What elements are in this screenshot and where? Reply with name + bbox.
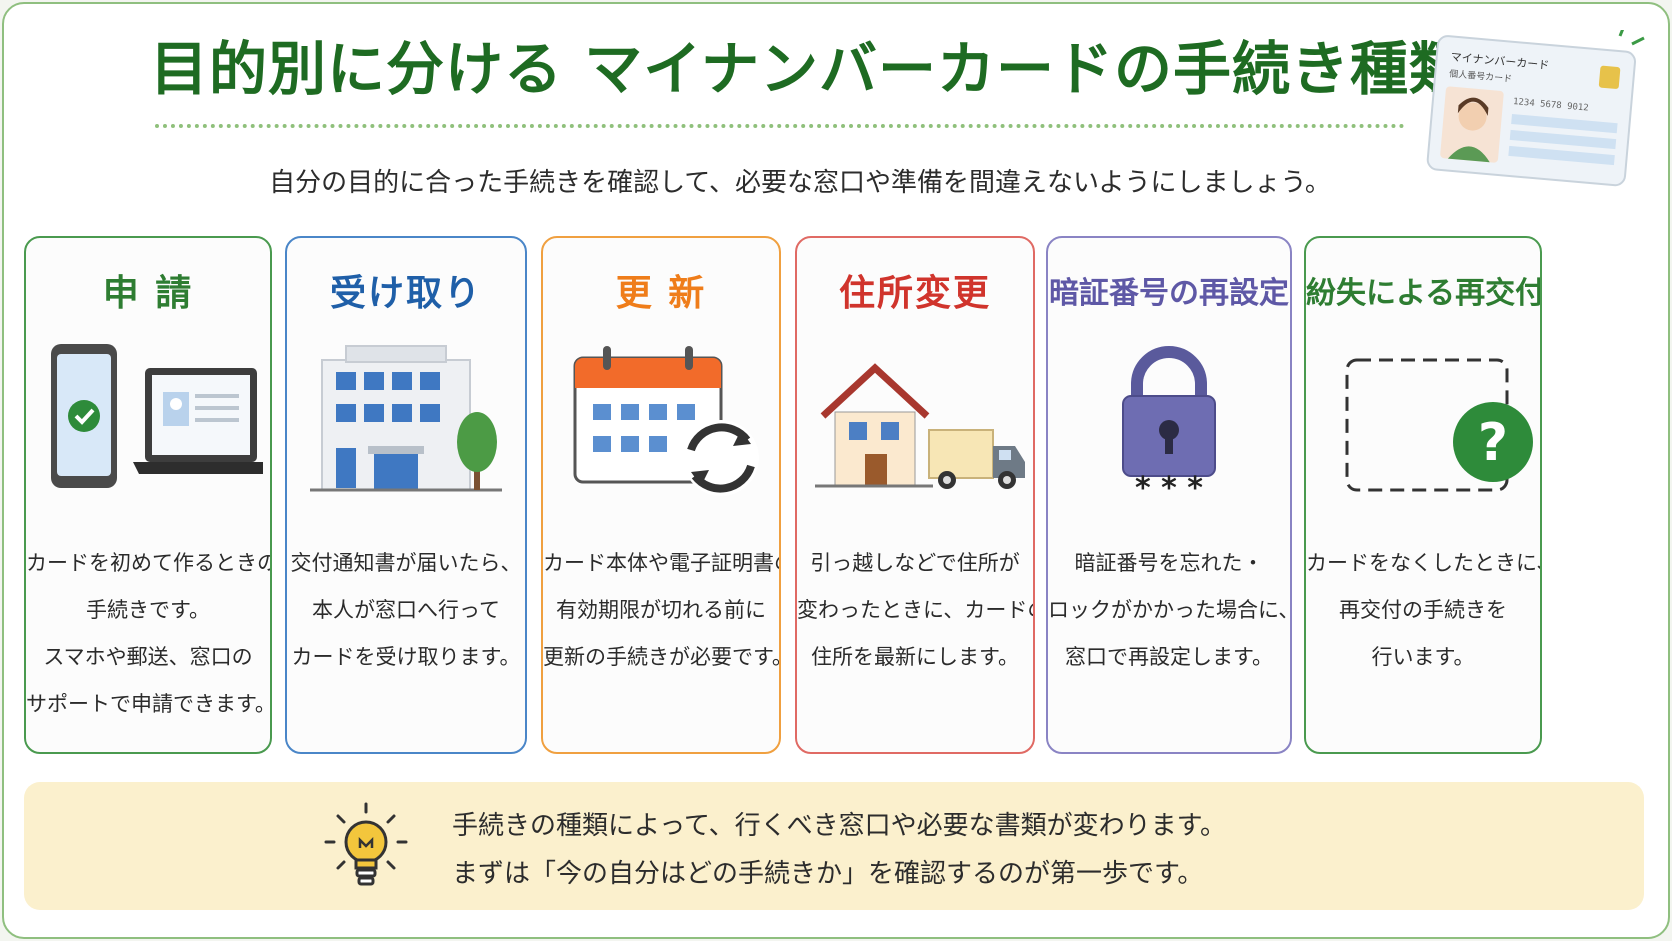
desc-line: カード本体や電子証明書の: [543, 551, 781, 575]
desc-line: 有効期限が切れる前に: [556, 598, 766, 622]
svg-text:?: ?: [1478, 413, 1508, 473]
card-title: 紛失による再交付: [1306, 276, 1542, 311]
calendar-refresh-icon: [543, 338, 779, 508]
card-description: 暗証番号を忘れた・ ロックがかかった場合に、 窓口で再設定します。: [1048, 540, 1290, 681]
card-description: カード本体や電子証明書の 有効期限が切れる前に 更新の手続きが必要です。: [543, 540, 779, 681]
card-pickup: 受け取り 交付通知書が届いたら、 本人が窓口へ行って カードを受け取ります: [285, 236, 527, 754]
desc-line: 更新の手続きが必要です。: [543, 645, 781, 669]
tip-text: 手続きの種類によって、行くべき窓口や必要な書類が変わります。 まずは「今の自分は…: [452, 802, 1226, 898]
card-title: 暗証番号の再設定: [1049, 276, 1289, 311]
padlock-icon: * * *: [1048, 338, 1290, 508]
card-application: 申 請 カードを初めて作るときの 手続きです。 スマホや郵送、窓口の サポート: [24, 236, 272, 754]
desc-line: 引っ越しなどで住所が: [810, 551, 1020, 575]
card-title: 住所変更: [838, 273, 991, 314]
id-card-illustration: マイナンバーカード 個人番号カード 1234 5678 9012: [1426, 30, 1645, 187]
tip-line: まずは「今の自分はどの手続きか」を確認するのが第一歩です。: [452, 859, 1204, 889]
desc-line: 交付通知書が届いたら、: [290, 551, 522, 575]
building-icon: [287, 338, 525, 508]
desc-line: カードを初めて作るときの: [26, 551, 272, 575]
desc-line: 行います。: [1371, 645, 1475, 669]
desc-line: ロックがかかった場合に、: [1048, 598, 1292, 622]
page-title: 目的別に分ける マイナンバーカードの手続き種類: [150, 35, 1469, 103]
desc-line: 暗証番号を忘れた・: [1074, 551, 1264, 575]
title-divider: [155, 124, 1405, 128]
desc-line: 変わったときに、カードの: [797, 598, 1035, 622]
page-subtitle: 自分の目的に合った手続きを確認して、必要な窓口や準備を間違えないようにしましょう…: [269, 168, 1331, 198]
card-description: カードを初めて作るときの 手続きです。 スマホや郵送、窓口の サポートで申請でき…: [26, 540, 270, 728]
card-description: 引っ越しなどで住所が 変わったときに、カードの 住所を最新にします。: [797, 540, 1033, 681]
desc-line: スマホや郵送、窓口の: [43, 645, 253, 669]
card-description: カードをなくしたときに、 再交付の手続きを 行います。: [1306, 540, 1540, 681]
card-address-change: 住所変更 引っ越しなどで住所が 変わったときに、カードの 住所を最新にします。: [795, 236, 1035, 754]
tip-box: 手続きの種類によって、行くべき窓口や必要な書類が変わります。 まずは「今の自分は…: [24, 782, 1644, 910]
lightbulb-icon: [324, 802, 408, 886]
desc-line: 再交付の手続きを: [1339, 598, 1507, 622]
desc-line: カードを受け取ります。: [291, 645, 521, 669]
desc-line: 窓口で再設定します。: [1065, 645, 1273, 669]
desc-line: 手続きです。: [86, 598, 210, 622]
desc-line: カードをなくしたときに、: [1306, 551, 1542, 575]
card-reissue: 紛失による再交付 ? カードをなくしたときに、 再交付の手続きを 行います。: [1304, 236, 1542, 754]
card-title: 更 新: [615, 273, 707, 314]
tip-line: 手続きの種類によって、行くべき窓口や必要な書類が変わります。: [452, 811, 1227, 841]
card-title: 受け取り: [329, 273, 482, 314]
card-pin-reset: 暗証番号の再設定 * * * 暗証番号を忘れた・ ロックがかかった場合に、 窓口…: [1046, 236, 1292, 754]
desc-line: サポートで申請できます。: [26, 692, 272, 716]
ic-chip-icon: [1598, 65, 1621, 89]
phone-laptop-icon: [26, 338, 270, 508]
svg-text:* * *: * * *: [1135, 471, 1203, 506]
house-truck-icon: [797, 338, 1033, 508]
card-title: 申 請: [102, 273, 194, 314]
card-renewal: 更 新 カード本体や電子証明書の 有効期限が切れる前に: [541, 236, 781, 754]
lost-card-icon: ?: [1306, 338, 1540, 508]
procedure-cards: 申 請 カードを初めて作るときの 手続きです。 スマホや郵送、窓口の サポート: [24, 236, 1644, 756]
desc-line: 住所を最新にします。: [811, 645, 1019, 669]
desc-line: 本人が窓口へ行って: [312, 598, 500, 622]
card-description: 交付通知書が届いたら、 本人が窓口へ行って カードを受け取ります。: [287, 540, 525, 681]
